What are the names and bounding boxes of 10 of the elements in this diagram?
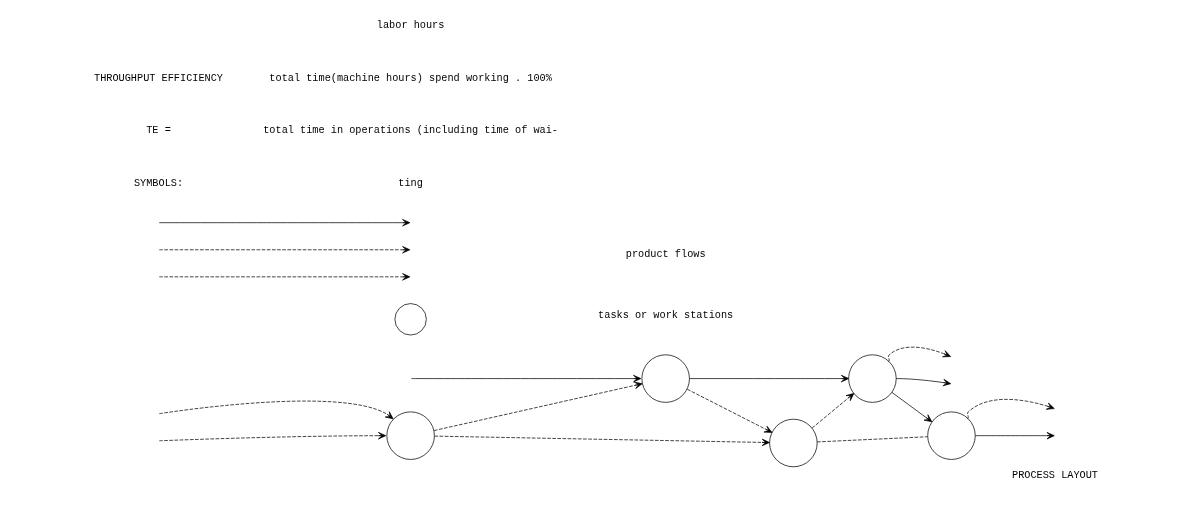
- legend-label: product flows: [625, 247, 706, 260]
- label: total time in operations (including time of wai-: [262, 123, 558, 136]
- label: ting: [397, 176, 423, 189]
- label: labor hours: [376, 18, 444, 31]
- label: TE =: [145, 123, 171, 136]
- label: THROUGHPUT EFFICIENCY: [93, 71, 223, 83]
- legend-label: tasks or work stations: [597, 308, 733, 321]
- label: SYMBOLS:: [133, 176, 183, 189]
- label: PROCESS LAYOUT: [1011, 468, 1098, 481]
- label: total time(machine hours) spend working . 100%: [268, 71, 552, 83]
